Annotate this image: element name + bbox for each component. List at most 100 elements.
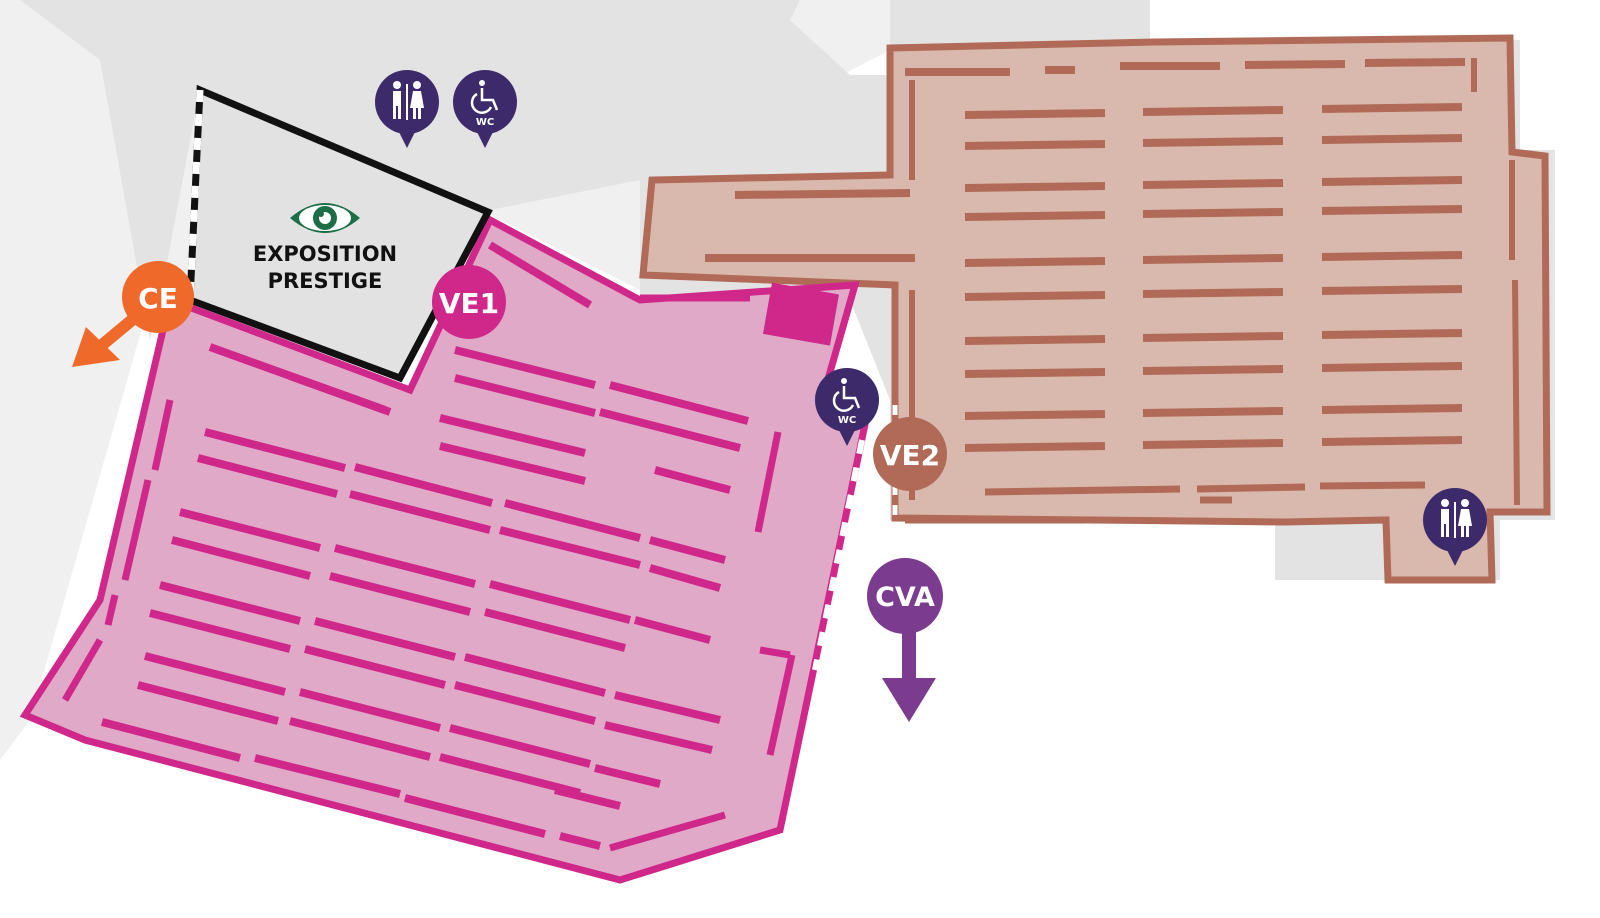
stand-row [149,609,291,653]
stand-row [1364,58,1466,67]
stand-row [1142,179,1284,189]
stand-row [1321,404,1463,414]
stand-row [314,617,456,661]
stand-row [289,717,431,761]
stand-row [964,442,1106,452]
stand-row [554,786,621,810]
ve2-badge[interactable]: VE2 [873,417,947,491]
ve2-label: VE2 [880,439,940,472]
ve1-badge[interactable]: VE1 [432,265,506,339]
stand-row [1321,285,1463,295]
wc-text: WC [476,117,494,128]
stand-row [151,399,174,471]
stand-row [1142,365,1284,375]
hall-ve2-stands [705,58,1520,524]
stand-row [489,580,631,624]
stand-row [334,544,476,588]
stand-row [121,479,152,581]
stand-row [1512,279,1520,506]
stand-row [608,381,750,425]
stand-row [487,241,593,309]
exit-arrow-icon [72,327,120,367]
stand-row [1142,288,1284,298]
stand-row [599,408,741,452]
stand-row [964,335,1106,345]
stand-row [349,490,491,534]
stand-row [137,681,279,725]
stand-row [288,372,392,416]
stand-row [299,688,441,732]
exposition-title-line2: PRESTIGE [268,269,383,293]
stand-row [454,681,596,725]
stand-row [454,374,596,417]
stand-row [61,638,104,702]
stand-row [648,564,722,592]
stand-row [196,454,339,498]
stand-row [329,572,471,616]
cva-marker[interactable]: CVA [867,558,943,722]
entrance-markers [812,405,898,671]
stand-row [484,608,626,652]
restroom-icon [393,81,424,120]
stand-row [1196,483,1306,493]
restroom-icon [1441,499,1472,538]
stand-row [964,368,1106,378]
exposition-area [186,84,493,383]
stand-row [1319,481,1426,490]
stand-row [464,653,606,697]
stand-row [1244,60,1346,69]
exposition-prestige: EXPOSITION PRESTIGE [186,84,493,383]
stand-row [353,463,494,507]
exposition-dashed-edge [186,89,204,301]
wheelchair-icon [832,378,861,412]
stand-row [1321,176,1463,186]
stand-row [734,189,911,199]
stand-row [439,414,586,457]
wc-text: WC [838,415,856,426]
stand-row [144,652,286,696]
stand-row [609,811,726,852]
stand-row [1321,436,1463,446]
cva-arrow-icon [882,678,936,722]
hall-ve1-service-block [762,282,839,346]
stand-row [964,182,1106,192]
restroom-pin-right[interactable] [1423,488,1487,566]
cva-label: CVA [875,582,935,613]
stand-row [104,594,119,626]
stand-row [1142,439,1284,449]
stand-row [964,291,1106,301]
accessible-wc-pin-mid[interactable]: WC [815,368,879,446]
ve1-label: VE1 [439,287,499,320]
stand-row [404,794,546,838]
eye-icon [290,203,360,233]
hall-ve1 [19,215,873,884]
stand-row [100,718,242,762]
hall-ve2-area [639,34,1551,584]
stand-row [170,536,312,580]
hall-ve1-stands [61,241,796,852]
stand-row [648,536,727,564]
stand-row [1321,329,1463,339]
stand-row [984,485,1181,496]
stand-row [653,466,732,494]
stand-row [1142,332,1284,342]
stand-row [454,346,596,389]
stand-row [204,428,346,472]
stand-row [499,526,641,569]
stand-row [1142,137,1284,147]
exit-ce-marker[interactable]: CE [72,261,194,367]
stand-row [964,109,1106,119]
stand-row [449,724,591,768]
stand-row [759,646,791,659]
stand-row [633,616,712,644]
stand-row [1321,205,1463,215]
stand-row [254,754,401,798]
restroom-pin-top[interactable] [375,70,439,148]
stand-row [754,431,782,533]
stand-row [964,257,1106,267]
stand-row [559,832,601,850]
stand-row [179,508,321,552]
stand-row [503,499,642,542]
accessible-wc-pin-top[interactable]: WC [453,70,517,148]
